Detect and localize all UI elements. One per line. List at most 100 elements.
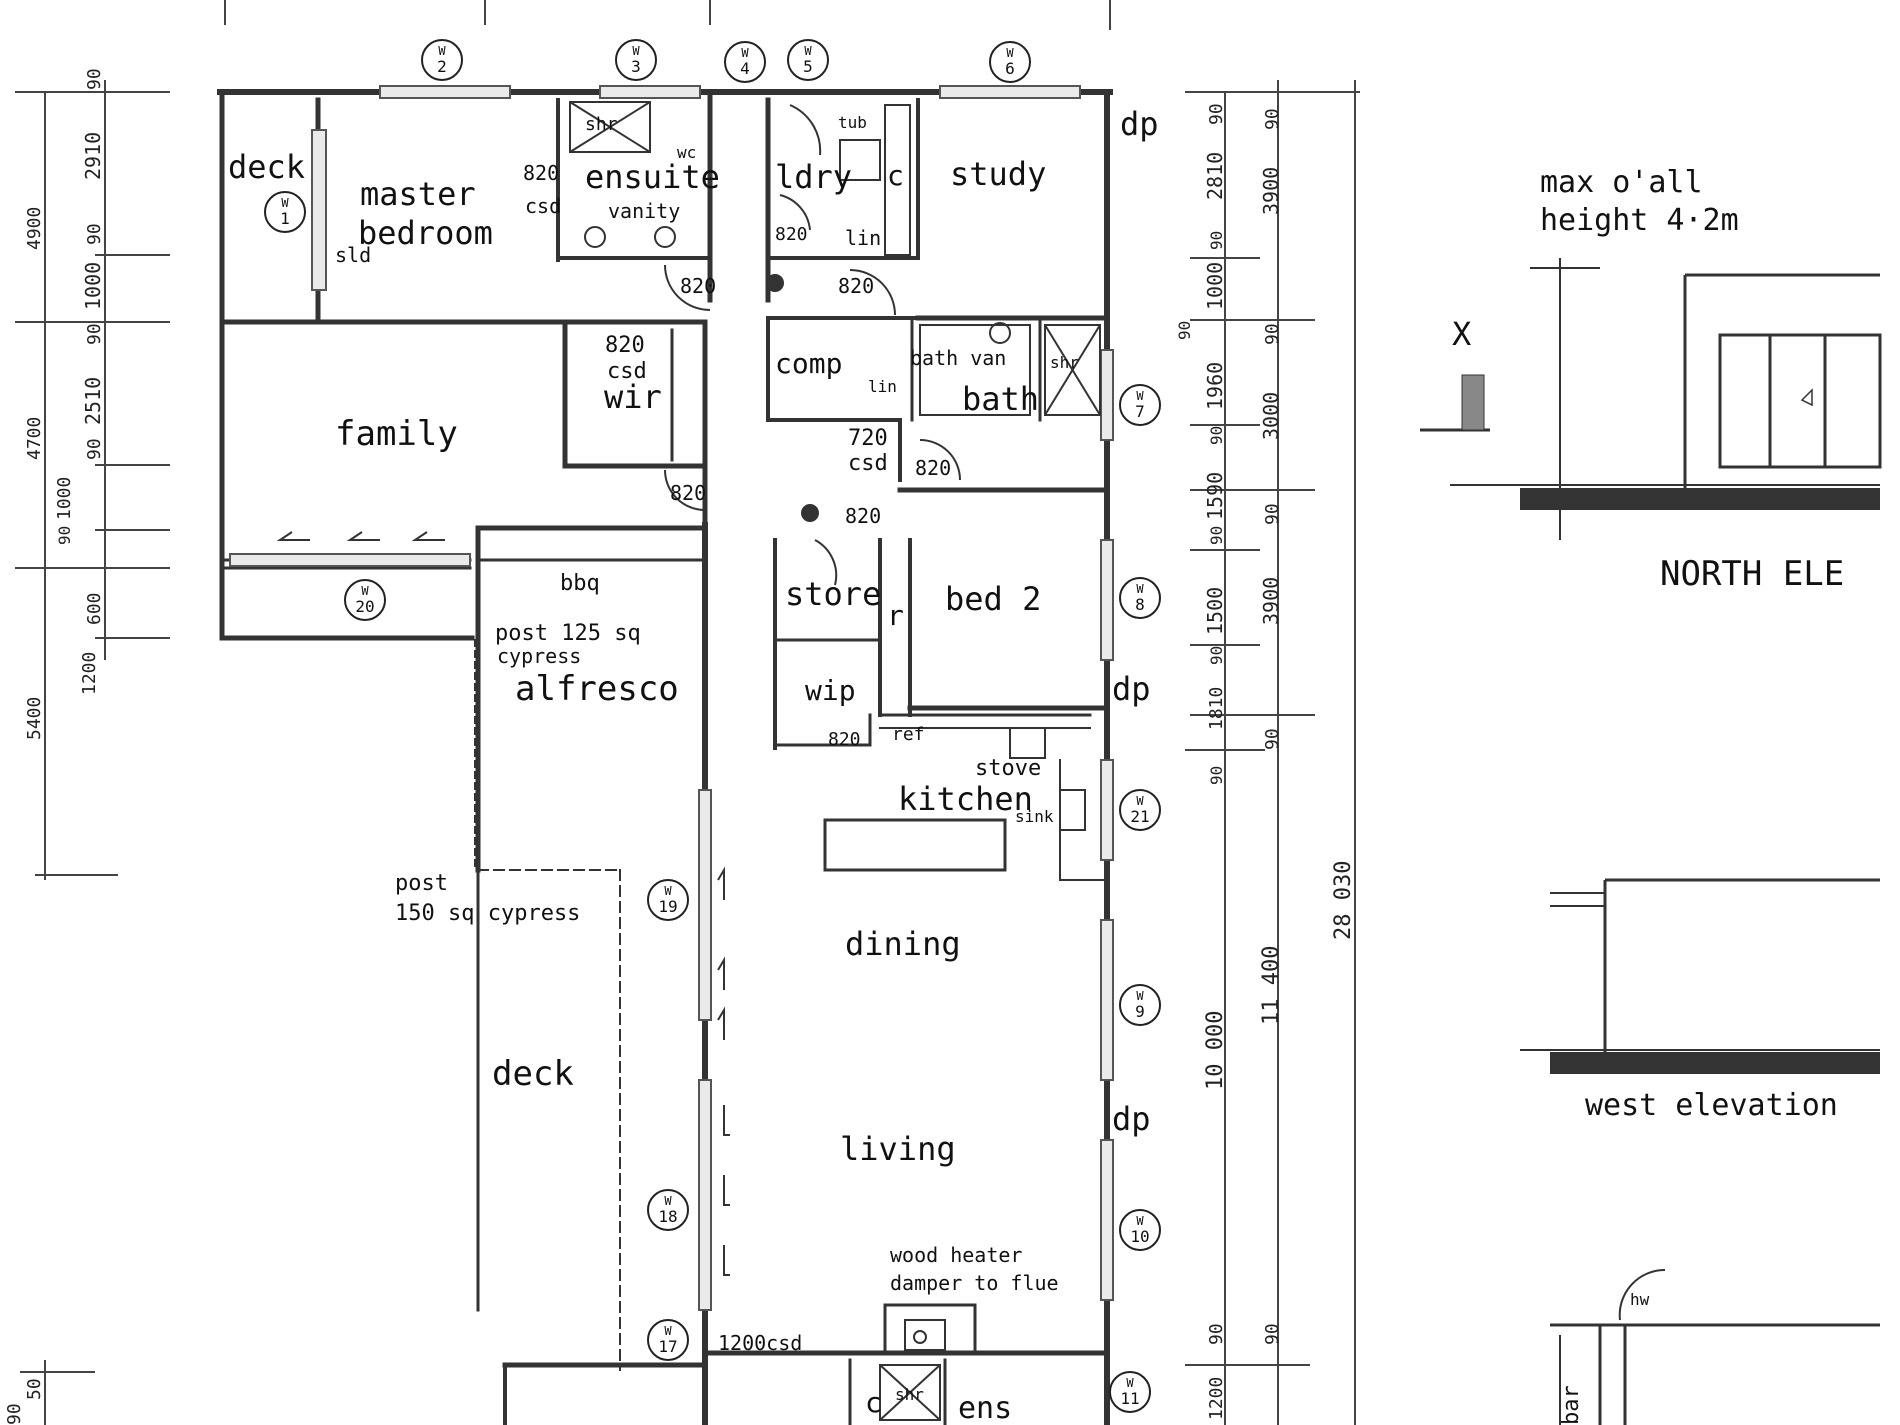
- dim-left-outer-1: 4900: [24, 207, 45, 250]
- lower-right-plan: [1550, 1323, 1880, 1425]
- w17-letter: W: [664, 1324, 672, 1338]
- walls: [217, 89, 1113, 1425]
- label-max-height-1: max o'all: [1540, 165, 1703, 200]
- dim-right-a-12: 1810: [1206, 687, 1227, 730]
- label-west-elevation: west elevation: [1585, 1088, 1838, 1123]
- w20-number: 20: [355, 597, 374, 616]
- w18-number: 18: [658, 1207, 677, 1226]
- west-elevation: [1520, 878, 1880, 1074]
- label-820-ens: 820: [523, 161, 559, 185]
- label-x-mark: X: [1452, 315, 1471, 353]
- label-wc: wc: [677, 143, 696, 162]
- w1-letter: W: [281, 196, 289, 210]
- w10-letter: W: [1136, 1214, 1144, 1228]
- window-tag-labels: W 1 W 2 W 3 W 4 W 5 W 6 W 7 W 8 W 21 W 9…: [280, 44, 1149, 1408]
- label-sink: sink: [1015, 807, 1054, 826]
- label-door-820-7: 820: [828, 729, 861, 750]
- dim-left-outer-3: 5400: [24, 697, 45, 740]
- label-wir-csd: csd: [607, 359, 647, 384]
- label-wip: wip: [805, 674, 856, 707]
- w2-letter: W: [438, 44, 446, 58]
- door-swings: [664, 104, 1666, 1321]
- label-stove: stove: [975, 756, 1041, 781]
- w9-number: 9: [1135, 1002, 1145, 1021]
- dim-right-a-6: 1960: [1203, 362, 1227, 410]
- label-r: r: [887, 599, 904, 632]
- dim-right-b-1: 90: [1262, 108, 1283, 130]
- label-vanity: vanity: [608, 199, 680, 223]
- dim-bottom-left: 90: [4, 1403, 25, 1425]
- dim-right-a-2: 2810: [1203, 152, 1227, 200]
- label-ensuite: ensuite: [585, 158, 720, 196]
- label-door-820-4: 820: [670, 481, 706, 505]
- dim-right-a-5: 90: [1175, 321, 1194, 340]
- label-wood-heater-2: damper to flue: [890, 1271, 1059, 1295]
- label-bath: bath: [962, 380, 1039, 418]
- label-720-csd: csd: [848, 451, 888, 476]
- w7-number: 7: [1135, 402, 1145, 421]
- dim-right-a-15: 90: [1206, 1323, 1227, 1345]
- label-post125-2: cypress: [497, 644, 581, 668]
- label-master-2: bedroom: [358, 214, 493, 252]
- w19-letter: W: [664, 884, 672, 898]
- label-door-820-2: 820: [838, 274, 874, 298]
- label-wir: wir: [604, 378, 662, 416]
- w11-letter: W: [1126, 1376, 1134, 1390]
- dim-left-inner-5: 90: [84, 323, 105, 345]
- label-bath-van: bath van: [910, 346, 1006, 370]
- label-shr-ens: shr: [895, 1385, 924, 1404]
- label-post125-1: post 125 sq: [495, 621, 641, 646]
- dim-left-inner-9: 90: [55, 526, 74, 545]
- label-ref: ref: [892, 724, 925, 745]
- window-openings: [229, 85, 1114, 1311]
- w10-number: 10: [1130, 1227, 1149, 1246]
- dim-right-a-4: 1000: [1203, 262, 1227, 310]
- label-deck-master: deck: [228, 148, 305, 186]
- dim-left-inner-1: 90: [84, 68, 105, 90]
- label-door-820-5: 820: [915, 456, 951, 480]
- dim-right-a-9: 90: [1207, 526, 1226, 545]
- dim-left-inner-2: 2910: [81, 132, 105, 180]
- label-hw: hw: [1630, 1290, 1650, 1309]
- w4-number: 4: [740, 59, 750, 78]
- dimension-lines: [15, 80, 1360, 1425]
- label-ldry-lin: lin: [845, 226, 881, 250]
- label-door-820-1: 820: [680, 274, 716, 298]
- label-post150-2: 150 sq cypress: [395, 901, 580, 926]
- dim-bottom-left-2: 50: [24, 1378, 45, 1400]
- w6-number: 6: [1005, 59, 1015, 78]
- dimension-labels: 4900 4700 5400 90 2910 90 1000 90 2510 9…: [4, 68, 1356, 1425]
- label-master-1: master: [360, 175, 476, 213]
- label-study: study: [950, 155, 1046, 193]
- label-comp: comp: [775, 347, 842, 380]
- label-lin-comp: lin: [868, 377, 897, 396]
- dim-right-a-14: 10 000: [1203, 1011, 1228, 1090]
- label-ldry-c: c: [887, 159, 904, 192]
- fixtures: [569, 101, 1101, 1421]
- dim-right-a-11: 90: [1207, 646, 1226, 665]
- label-shr-ensuite: shr: [585, 114, 618, 135]
- w6-letter: W: [1006, 46, 1014, 60]
- label-north-elevation: NORTH ELE: [1660, 554, 1844, 594]
- label-dp-1: dp: [1120, 105, 1159, 143]
- dim-right-b-8: 11 400: [1259, 946, 1284, 1025]
- dim-left-inner-6: 2510: [81, 377, 105, 425]
- label-alfresco: alfresco: [515, 669, 679, 709]
- w8-number: 8: [1135, 595, 1145, 614]
- dim-left-outer-2: 4700: [24, 417, 45, 460]
- label-c-ens: c: [865, 1386, 882, 1419]
- label-dp-3: dp: [1112, 1100, 1151, 1138]
- w4-letter: W: [741, 46, 749, 60]
- label-kitchen: kitchen: [898, 780, 1033, 818]
- top-grid-ticks: [224, 0, 1111, 30]
- w1-number: 1: [280, 209, 290, 228]
- dim-left-inner-8: 1000: [54, 477, 75, 520]
- label-dp-2: dp: [1112, 670, 1151, 708]
- label-family: family: [335, 414, 458, 454]
- label-sld: sld: [335, 243, 371, 267]
- label-shr-bath: shr: [1050, 353, 1079, 372]
- w3-number: 3: [631, 57, 641, 76]
- room-labels: deck master bedroom sld ensuite vanity w…: [228, 105, 1471, 1425]
- north-elevation: [1420, 258, 1882, 540]
